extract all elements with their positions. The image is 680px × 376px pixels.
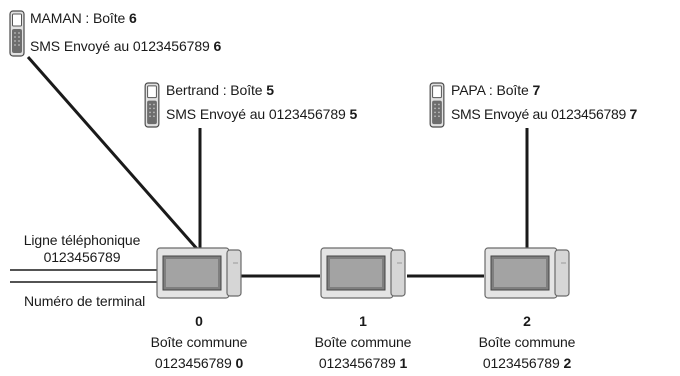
monitor-index: 1 [359,313,367,329]
indoor-monitor-icon [320,247,406,299]
monitor-index: 0 [195,313,203,329]
wire-maman [26,56,200,251]
handset-icon [9,10,25,57]
monitor-1-label: 1 Boîte commune 0123456789 1 [298,313,428,372]
handset-papa-title: PAPA : Boîte 7 [451,82,541,98]
handset-maman-sms: SMS Envoyé au 0123456789 6 [30,38,222,54]
handset-icon [429,82,445,128]
handset-icon [144,82,160,128]
monitor-index: 2 [523,313,531,329]
monitor-0-label: 0 Boîte commune 0123456789 0 [134,313,264,372]
indoor-monitor-icon [484,247,570,299]
indoor-monitor-icon [156,247,242,299]
handset-maman-title: MAMAN : Boîte 6 [30,10,137,26]
terminal-number-label: Numéro de terminal [24,293,146,309]
monitor-2-label: 2 Boîte commune 0123456789 2 [462,313,592,372]
handset-papa-sms: SMS Envoyé au 0123456789 7 [451,106,638,122]
handset-bertrand-title: Bertrand : Boîte 5 [166,82,274,98]
handset-bertrand-sms: SMS Envoyé au 0123456789 5 [166,106,358,122]
